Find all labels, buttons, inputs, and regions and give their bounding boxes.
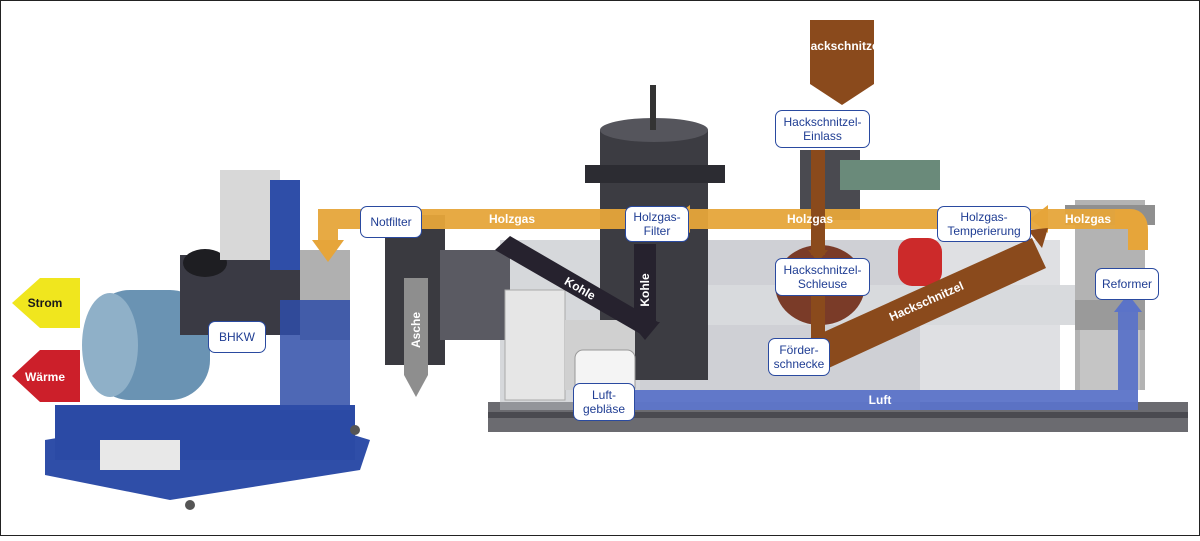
hackschnitzel-diagonal-arrowhead (1028, 228, 1048, 248)
waerme-label: Wärme (25, 370, 65, 384)
holzgas-flow-label-left: Holzgas (489, 212, 535, 226)
engine-block-illustration (45, 170, 370, 510)
reformer-label: Reformer (1095, 268, 1159, 300)
notfilter-label: Notfilter (360, 206, 422, 238)
hackschnitzel-diagonal-flow (806, 238, 1046, 372)
holzgas-filter-label: Holzgas- Filter (625, 206, 689, 242)
holzgas-flow-label-middle: Holzgas (787, 212, 833, 226)
hackschnitzel-input-label: Hackschnitzel (802, 39, 882, 53)
waerme-arrow (12, 350, 80, 402)
strom-arrow (12, 278, 80, 328)
holzgas-arrowhead-bhkw (312, 240, 344, 262)
luft-arrowhead (1114, 294, 1142, 312)
hackschnitzel-input-arrow (810, 20, 874, 105)
hackschnitzel-schleuse-label: Hackschnitzel- Schleuse (775, 258, 870, 296)
holzgas-arrowhead-right (1030, 205, 1048, 233)
strom-label: Strom (28, 296, 63, 310)
kohle-diagonal-flow (495, 236, 658, 336)
bhkw-label: BHKW (208, 321, 266, 353)
luftgeblaese-label: Luft- gebläse (573, 383, 635, 421)
asche-arrow (404, 278, 428, 397)
asche-label: Asche (409, 312, 423, 348)
kohle-vertical-label: Kohle (638, 273, 652, 307)
kohle-arrowhead (630, 322, 660, 340)
holzgas-flow-label-right: Holzgas (1065, 212, 1111, 226)
hackschnitzel-einlass-label: Hackschnitzel- Einlass (775, 110, 870, 148)
luft-flow (625, 310, 1138, 410)
holzgas-reformer-riser (1115, 209, 1148, 250)
luft-flow-label: Luft (869, 393, 892, 407)
holzgas-temperierung-label: Holzgas- Temperierung (937, 206, 1031, 242)
kohle-vertical-flow (634, 244, 656, 324)
hackschnitzel-down-arrowhead (808, 250, 828, 262)
foerderschnecke-label: Förder- schnecke (768, 338, 830, 376)
